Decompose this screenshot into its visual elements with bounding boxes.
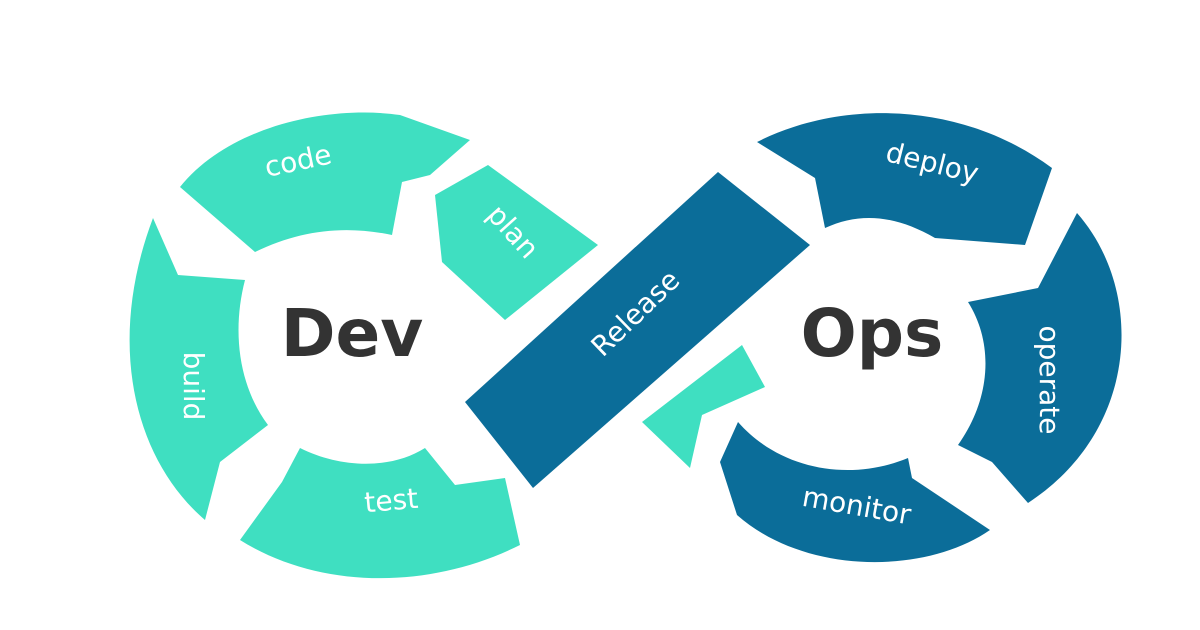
build-label: build <box>177 352 210 421</box>
operate-segment <box>958 213 1122 503</box>
ops-title: Ops <box>801 295 944 372</box>
deploy-segment <box>757 113 1052 245</box>
plan-segment <box>435 165 598 320</box>
build-segment <box>129 218 268 520</box>
dev-loop <box>129 112 598 579</box>
ops-loop <box>642 113 1122 563</box>
test-segment <box>240 448 520 579</box>
monitor-segment <box>720 422 990 563</box>
code-segment <box>180 112 470 252</box>
dev-title: Dev <box>281 295 424 372</box>
operate-label: operate <box>1033 325 1066 434</box>
test-label: test <box>363 482 419 520</box>
connector-wedge <box>642 345 765 468</box>
release-band <box>465 172 810 488</box>
